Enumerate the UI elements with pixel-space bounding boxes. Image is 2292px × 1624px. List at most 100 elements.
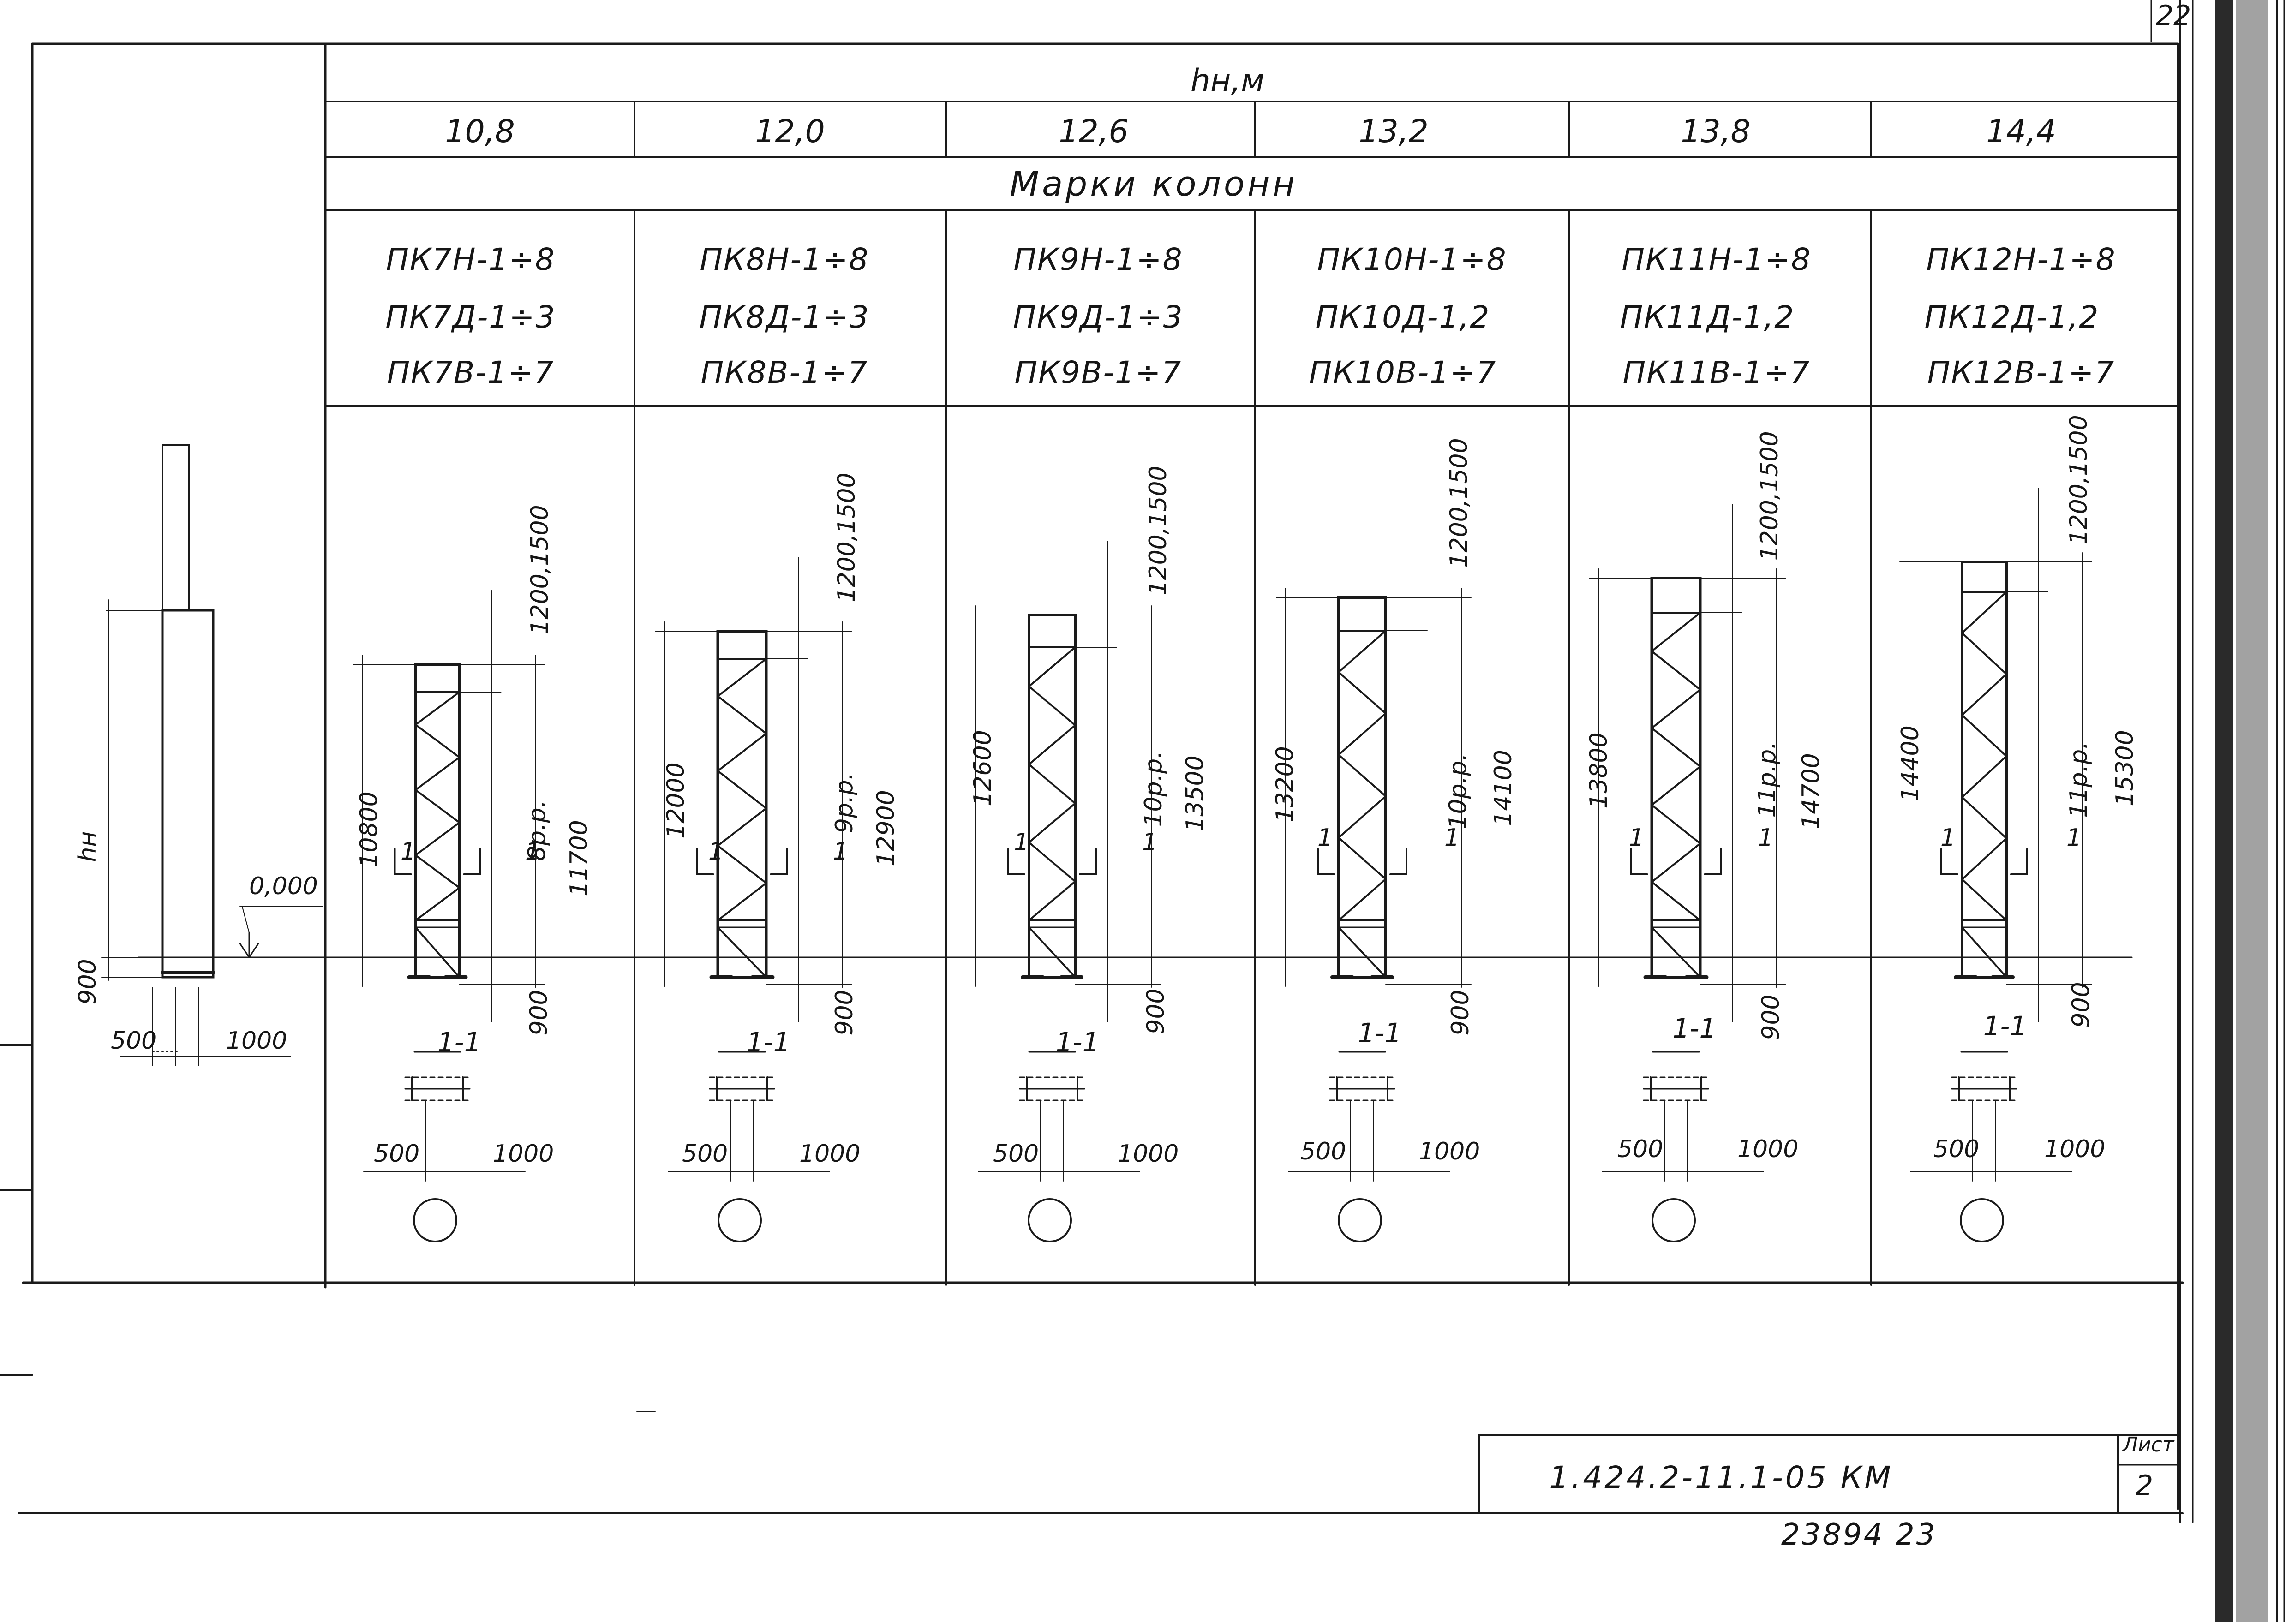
column-5-brace-8 [1651, 881, 1701, 921]
col1-section-title: 1-1 [437, 1027, 481, 1058]
scan-edge-shade [2236, 0, 2268, 1622]
col1-width-1000: 1000 [493, 1140, 554, 1168]
mark-col5-2: ПК11Д-1,2 [1620, 299, 1795, 335]
col6-section-mark-right: 1 [2066, 824, 2082, 852]
col6-width-1000: 1000 [2044, 1135, 2106, 1163]
column-2-brace-2 [717, 695, 767, 734]
col5-panels: 11р.р. [1753, 741, 1781, 818]
column-6-brace-2 [1961, 632, 2007, 675]
column-5-brace-2 [1651, 650, 1701, 691]
column-2-brace-6 [717, 845, 767, 884]
col1-section-mark-right: 1 [525, 838, 541, 866]
column-4-brace-4 [1338, 754, 1387, 797]
mark-col6-1: ПК12Н-1÷8 [1926, 242, 2116, 277]
column-1-brace-2 [414, 723, 461, 758]
column-6-brace-3 [1961, 673, 2007, 716]
column-2-brace-1 [717, 658, 767, 697]
col2-width-500: 500 [682, 1140, 728, 1168]
col4-width-1000: 1000 [1419, 1138, 1480, 1165]
sheet-number: 2 [2136, 1469, 2154, 1502]
col3-overall: 13500 [1181, 755, 1209, 832]
height-label-2: 12,0 [755, 113, 825, 150]
col3-width-1000: 1000 [1118, 1140, 1179, 1168]
col4-overall: 14100 [1490, 750, 1517, 826]
col3-upper-dim: 1200,1500 [1144, 466, 1172, 596]
scan-edge-bar [2215, 0, 2233, 1622]
col3-section-mark-left: 1 [1014, 829, 1029, 856]
col6-width-500: 500 [1933, 1135, 1980, 1163]
mark-col1-1: ПК7Н-1÷8 [386, 242, 556, 277]
column-2-brace-5 [717, 807, 767, 847]
column-2-axis-circle [718, 1198, 762, 1242]
col2-base-dim: 900 [831, 990, 858, 1036]
column-3-brace-7 [1028, 880, 1076, 921]
col2-section-mark-right: 1 [833, 838, 849, 866]
scheme-column-body [161, 609, 215, 979]
col2-section-mark-left: 1 [708, 838, 724, 866]
mark-col5-1: ПК11Н-1÷8 [1622, 242, 1812, 277]
col3-panels: 10р.р. [1140, 751, 1167, 827]
footer-stamp: 23894 23 [1781, 1518, 1937, 1552]
column-1-outline [414, 663, 461, 979]
column-5-brace-1 [1651, 612, 1701, 652]
height-label-1: 10,8 [445, 113, 515, 150]
column-4-brace-5 [1338, 795, 1387, 839]
column-3-base-brace [1028, 926, 1076, 978]
column-5-brace-3 [1651, 688, 1701, 729]
column-3-brace-6 [1028, 841, 1076, 883]
height-label-6: 14,4 [1986, 113, 2056, 150]
mark-col1-2: ПК7Д-1÷3 [385, 299, 556, 335]
level-arrow-left [239, 943, 250, 958]
left-level-label: 0,000 [249, 872, 318, 900]
mark-col2-1: ПК8Н-1÷8 [700, 242, 869, 277]
col5-section-mark-left: 1 [1629, 824, 1645, 852]
mark-col5-3: ПК11В-1÷7 [1622, 355, 1811, 390]
col5-overall: 14700 [1797, 753, 1825, 830]
column-5-brace-6 [1651, 804, 1701, 845]
mark-col2-2: ПК8Д-1÷3 [699, 299, 870, 335]
column-3-brace-5 [1028, 802, 1076, 843]
column-3-brace-3 [1028, 724, 1076, 765]
col1-base-dim: 900 [525, 990, 553, 1036]
scheme-top-shaft [162, 444, 190, 611]
column-6-brace-7 [1961, 837, 2007, 880]
col2-overall: 12900 [872, 790, 900, 866]
column-2-brace-4 [717, 770, 767, 809]
column-4-axis-circle [1338, 1198, 1382, 1242]
column-6-brace-5 [1961, 755, 2007, 798]
col6-section-mark-left: 1 [1940, 824, 1956, 852]
col1-overall: 11700 [565, 820, 593, 896]
col2-total-height: 12000 [662, 762, 690, 839]
left-width-1000: 1000 [226, 1027, 287, 1055]
col5-total-height: 13800 [1585, 732, 1613, 809]
column-1-brace-4 [414, 789, 461, 824]
column-6-brace-8 [1961, 878, 2007, 921]
column-3-brace-1 [1028, 646, 1076, 687]
mark-col6-2: ПК12Д-1,2 [1924, 299, 2100, 335]
sheet-label: Лист [2123, 1433, 2174, 1457]
col5-width-1000: 1000 [1737, 1135, 1799, 1163]
hn-header-label: hн,м [1190, 63, 1265, 99]
document-code: 1.424.2-11.1-05 КМ [1549, 1460, 1893, 1495]
col1-upper-dim: 1200,1500 [526, 505, 554, 635]
column-5-brace-7 [1651, 842, 1701, 883]
col3-section-mark-right: 1 [1142, 829, 1158, 856]
column-2-brace-3 [717, 733, 767, 772]
col4-section-mark-right: 1 [1444, 824, 1460, 852]
left-base-dim: 900 [74, 959, 102, 1005]
col4-section-title: 1-1 [1358, 1017, 1402, 1049]
col5-section-title: 1-1 [1672, 1013, 1717, 1044]
col2-upper-dim: 1200,1500 [833, 472, 861, 603]
column-4-brace-3 [1338, 712, 1387, 756]
height-label-4: 13,2 [1358, 113, 1429, 150]
marks-header-label: Марки колонн [1010, 164, 1298, 204]
column-6-brace-4 [1961, 714, 2007, 757]
col2-section-title: 1-1 [746, 1027, 790, 1058]
level-arrow-right [248, 943, 259, 958]
col2-panels: 9р.р. [831, 772, 858, 834]
column-1-brace-1 [414, 691, 461, 726]
column-4-outline [1337, 596, 1387, 979]
mark-col4-3: ПК10В-1÷7 [1309, 355, 1497, 390]
height-label-3: 12,6 [1059, 113, 1129, 150]
